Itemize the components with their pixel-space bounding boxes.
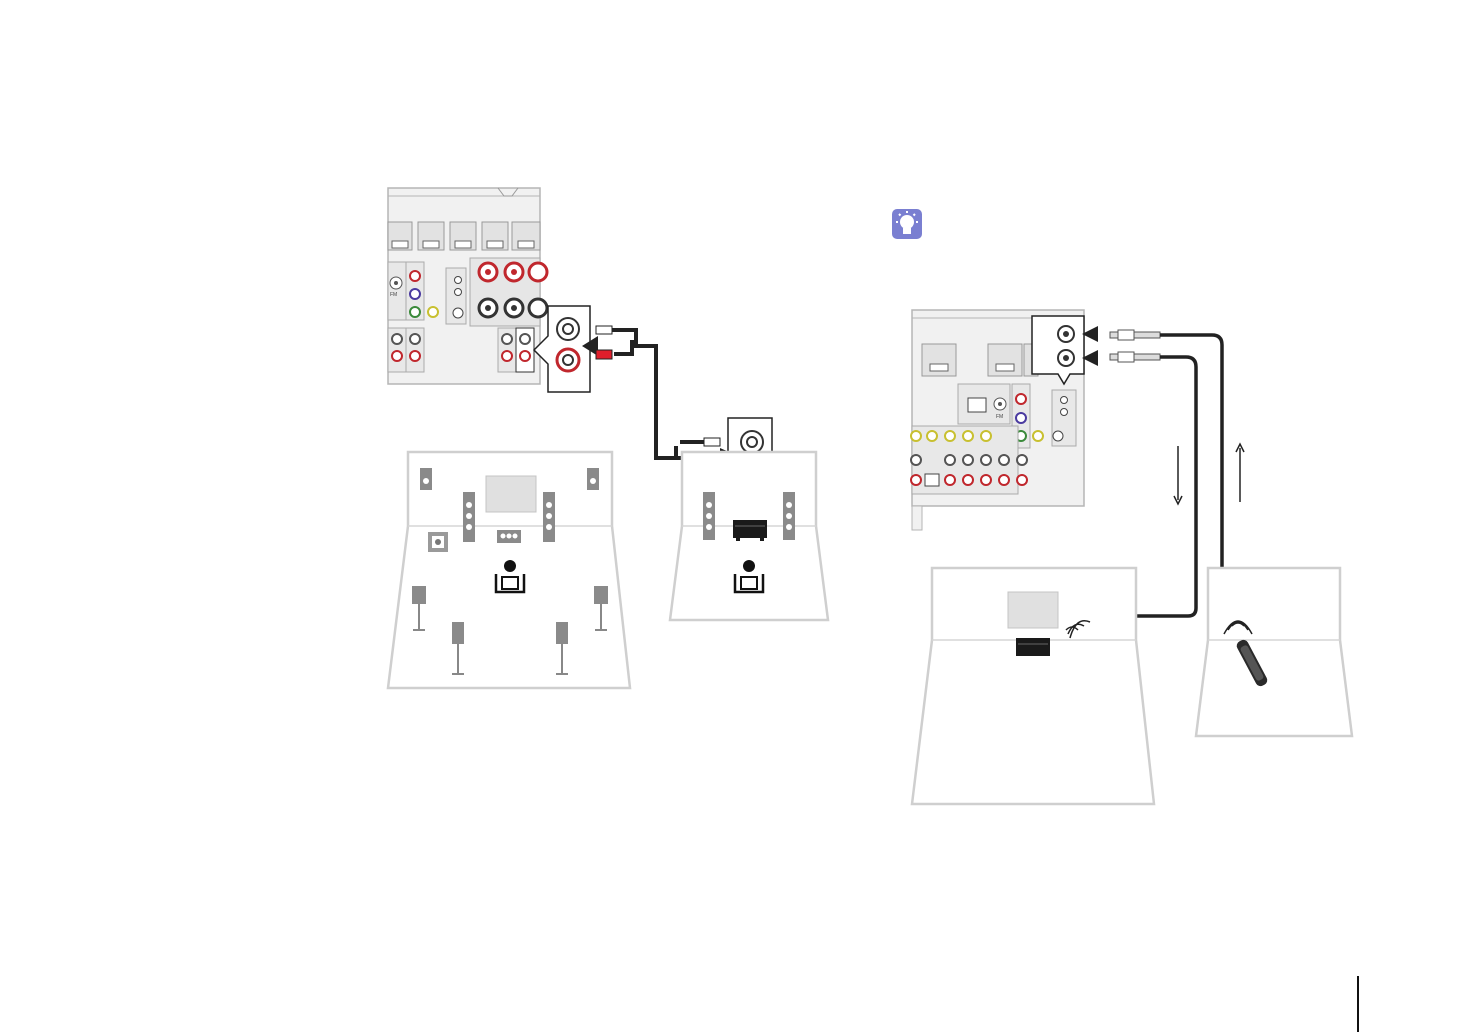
remote-jack-callout bbox=[1032, 316, 1098, 384]
front-speaker-right bbox=[543, 492, 555, 542]
fm-label-left: FM bbox=[390, 292, 397, 298]
audio-jack-grid bbox=[911, 426, 1027, 494]
zone2-room bbox=[670, 452, 828, 620]
main-room bbox=[388, 452, 630, 688]
light-bulb-icon bbox=[892, 209, 922, 239]
hdmi-port-row bbox=[388, 222, 540, 250]
signal-up-arrow bbox=[1236, 444, 1244, 502]
ir-receiver-room bbox=[912, 568, 1154, 804]
front-presence-speaker-right bbox=[587, 468, 599, 490]
zone2-speaker-right bbox=[783, 492, 795, 540]
center-speaker bbox=[497, 530, 521, 543]
source-device bbox=[1016, 638, 1050, 656]
tv-screen-zone bbox=[1008, 592, 1058, 628]
signal-down-arrow bbox=[1174, 446, 1182, 504]
remote-room bbox=[1196, 568, 1352, 736]
receiver-rear-panel-left: FM bbox=[388, 188, 547, 384]
zone-out-jack-callout-left bbox=[534, 306, 598, 392]
zone2-speaker-left bbox=[703, 492, 715, 540]
fm-label-right: FM bbox=[996, 414, 1003, 420]
subwoofer bbox=[428, 532, 448, 552]
front-presence-speaker-left bbox=[420, 468, 432, 490]
front-speaker-left bbox=[463, 492, 475, 542]
tv-screen bbox=[486, 476, 536, 512]
external-amplifier bbox=[733, 520, 767, 541]
